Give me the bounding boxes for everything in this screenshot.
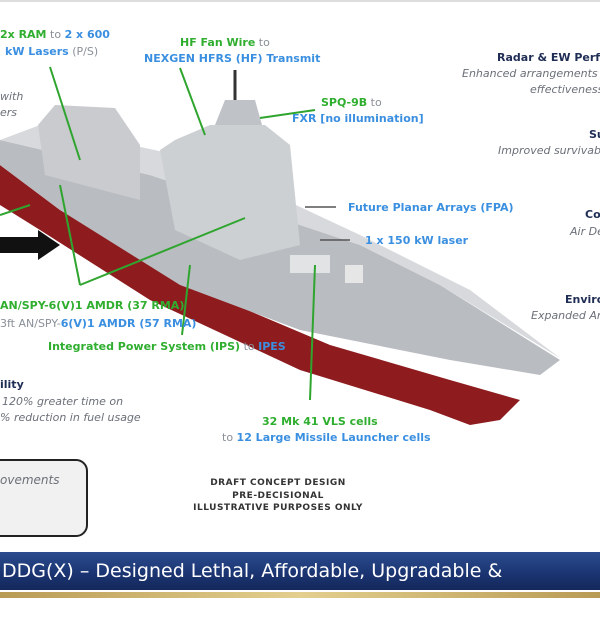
survivability-heading: Su (589, 128, 600, 141)
mobility-heading: ility (0, 378, 24, 391)
radar-ew-text: Enhanced arrangements f (462, 67, 600, 80)
improvements-text: ovements (0, 473, 60, 487)
environment-text: Expanded Ar (531, 309, 600, 322)
gun-mount (345, 265, 363, 283)
left-partial-text-2: ers (0, 106, 18, 119)
callout-amdr: AN/SPY-6(V)1 AMDR (37 RMA) (0, 299, 185, 312)
draft-line-3: ILLUSTRATIVE PURPOSES ONLY (193, 503, 363, 513)
environment-heading: Enviro (565, 293, 600, 306)
callout-hf: HF Fan Wire to (180, 36, 270, 49)
callout-ram: 2x RAM to 2 x 600 (0, 28, 110, 41)
draft-line-1: DRAFT CONCEPT DESIGN (210, 478, 346, 488)
co-heading: Co (585, 208, 600, 221)
mast (215, 100, 262, 125)
callout-spq: SPQ-9B to (321, 96, 382, 109)
forward-superstructure (160, 125, 300, 260)
callout-hf-2: NEXGEN HFRS (HF) Transmit (144, 52, 321, 65)
radar-ew-heading: Radar & EW Perfor (497, 51, 600, 64)
callout-ips: Integrated Power System (IPS) to IPES (48, 340, 286, 353)
callout-vls: 32 Mk 41 VLS cells (262, 415, 378, 428)
callout-fpa: Future Planar Arrays (FPA) (348, 201, 514, 214)
callout-amdr-2: 3ft AN/SPY-6(V)1 AMDR (57 RMA) (0, 317, 197, 330)
leader-lines (305, 206, 350, 241)
black-arrow-icon (0, 230, 60, 260)
callout-vls-2: to 12 Large Missile Launcher cells (222, 431, 431, 444)
improvements-box: ovements (0, 459, 88, 537)
radar-ew-text-2: effectiveness (530, 83, 600, 96)
co-text: Air De (570, 225, 600, 238)
callout-laser: 1 x 150 kW laser (365, 234, 469, 247)
top-border (0, 0, 600, 2)
callout-ram-2: kW Lasers (P/S) (5, 45, 99, 58)
left-partial-text: with (0, 90, 24, 103)
survivability-text: Improved survivab (498, 144, 600, 157)
callout-spq-2: FXR [no illumination] (292, 112, 424, 125)
mobility-text: 120% greater time on (2, 395, 124, 408)
ship-hull-red (0, 165, 520, 425)
mobility-text-2: % reduction in fuel usage (0, 411, 141, 424)
ship-illustration (0, 66, 560, 425)
draft-disclaimer: DRAFT CONCEPT DESIGN PRE-DECISIONAL ILLU… (180, 477, 376, 515)
gold-stripe (0, 592, 600, 598)
aft-superstructure (38, 105, 140, 200)
title-banner: DDG(X) – Designed Lethal, Affordable, Up… (0, 552, 600, 620)
callout-lines (0, 66, 316, 401)
draft-line-2: PRE-DECISIONAL (232, 490, 324, 501)
vls-deck (290, 255, 330, 273)
